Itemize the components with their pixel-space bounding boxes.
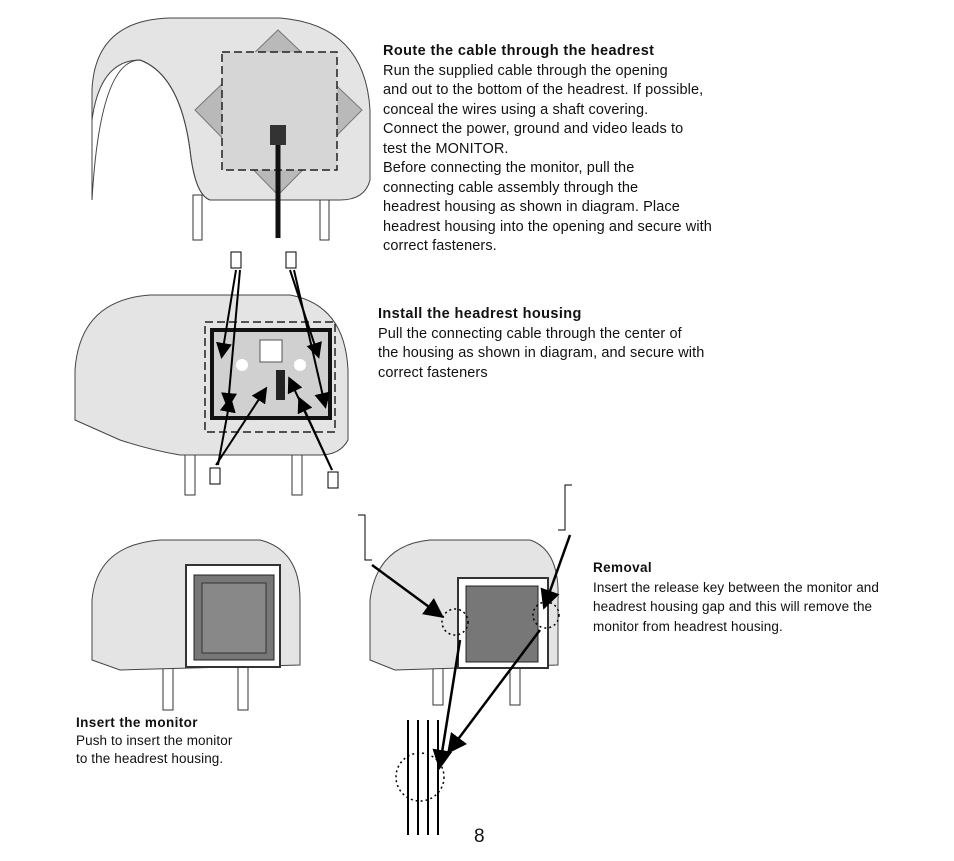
body-line: correct fasteners — [378, 364, 488, 381]
insert-monitor-section: Insert the monitor Push to insert the mo… — [76, 714, 232, 768]
body-line: test the MONITOR. — [383, 140, 509, 157]
section-heading: Insert the monitor — [76, 715, 198, 730]
section-heading: Removal — [593, 560, 653, 575]
removal-section: Removal Insert the release key between t… — [593, 558, 879, 636]
body-line: conceal the wires using a shaft covering… — [383, 101, 649, 118]
body-line: headrest housing as shown in diagram. Pl… — [383, 199, 680, 215]
body-line: Run the supplied cable through the openi… — [383, 62, 668, 79]
route-cable-section: Route the cable through the headrest Run… — [383, 42, 712, 257]
body-line: Before connecting the monitor, pull the — [383, 160, 635, 176]
headrest-cable-route-diagram — [91, 17, 371, 241]
section-heading: Route the cable through the headrest — [383, 43, 655, 59]
body-line: Push to insert the monitor — [76, 733, 233, 748]
body-line: headrest housing into the opening and se… — [383, 218, 712, 235]
install-housing-section: Install the headrest housing Pull the co… — [378, 305, 704, 383]
body-line: headrest housing gap and this will remov… — [593, 599, 873, 614]
page-number: 8 — [474, 826, 485, 847]
headrest-housing-install-diagram — [74, 251, 349, 496]
body-line: and out to the bottom of the headrest. I… — [383, 82, 704, 98]
body-line: Pull the connecting cable through the ce… — [378, 325, 682, 342]
body-line: Connect the power, ground and video lead… — [383, 121, 684, 137]
body-line: to the headrest housing. — [76, 751, 224, 766]
insert-monitor-diagram — [91, 539, 301, 711]
monitor-removal-diagram — [358, 484, 572, 835]
body-line: connecting cable assembly through the — [383, 179, 639, 196]
body-line: Insert the release key between the monit… — [593, 579, 880, 595]
body-line: monitor from headrest housing. — [593, 618, 783, 634]
body-line: correct fasteners. — [383, 238, 497, 254]
body-line: the housing as shown in diagram, and sec… — [378, 345, 705, 361]
section-heading: Install the headrest housing — [378, 306, 582, 322]
